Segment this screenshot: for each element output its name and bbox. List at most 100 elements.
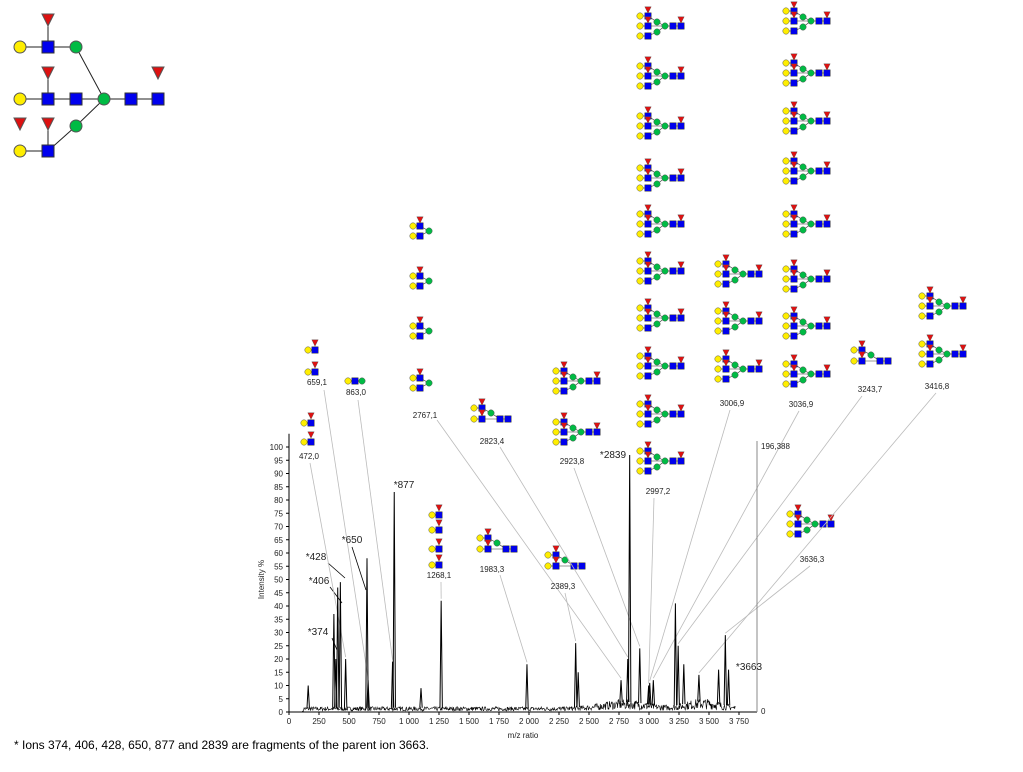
mannose-icon (494, 540, 500, 546)
fucose-icon (791, 112, 797, 118)
y-tick-label: 5 (279, 695, 284, 704)
galactose-icon (783, 221, 789, 227)
fucose-icon (436, 505, 442, 511)
mannose-icon (70, 120, 82, 132)
glcnac-icon (678, 458, 684, 464)
mannose-icon (800, 319, 806, 325)
galactose-icon (637, 231, 643, 237)
structure-mass-label: 3036,9 (789, 400, 814, 409)
glcnac-icon (859, 358, 865, 364)
fucose-icon (927, 297, 933, 303)
fucose-icon (791, 355, 797, 361)
glcnac-icon (952, 351, 958, 357)
x-tick-label: 2 000 (519, 717, 540, 726)
galactose-icon (783, 371, 789, 377)
galactose-icon (637, 325, 643, 331)
glcnac-icon (723, 318, 729, 324)
glcnac-icon (791, 18, 797, 24)
glcnac-icon (561, 439, 567, 445)
fucose-icon (645, 159, 651, 165)
glcnac-icon (417, 385, 423, 391)
galactose-icon (919, 313, 925, 319)
fucose-icon (791, 307, 797, 313)
glcnac-icon (436, 527, 442, 533)
galactose-icon (301, 420, 307, 426)
fucose-icon (678, 452, 684, 458)
galactose-icon (429, 527, 435, 533)
galactose-icon (783, 211, 789, 217)
glcnac-icon (678, 23, 684, 29)
fucose-icon (960, 297, 966, 303)
galactose-icon (637, 315, 643, 321)
glcnac-icon (417, 223, 423, 229)
fucose-icon (436, 555, 442, 561)
glcnac-icon (645, 123, 651, 129)
glcnac-icon (816, 221, 822, 227)
glcnac-icon (670, 23, 676, 29)
glcnac-icon (417, 233, 423, 239)
mannose-icon (662, 175, 668, 181)
fucose-icon (678, 215, 684, 221)
spectrum-peak (674, 603, 676, 705)
glcnac-icon (791, 276, 797, 282)
galactose-icon (637, 113, 643, 119)
spectrum-peak (677, 646, 679, 705)
y-tick-label: 100 (270, 443, 284, 452)
glycan-structure (301, 413, 314, 426)
fucose-icon (927, 345, 933, 351)
glcnac-icon (960, 351, 966, 357)
y-tick-label: 80 (274, 496, 283, 505)
spectrum-peak (628, 455, 630, 702)
galactose-icon (783, 381, 789, 387)
glcnac-icon (723, 366, 729, 372)
mannose-icon (654, 181, 660, 187)
mannose-icon (936, 357, 942, 363)
mannose-icon (800, 174, 806, 180)
glcnac-icon (791, 381, 797, 387)
fucose-icon (723, 302, 729, 308)
galactose-icon (471, 405, 477, 411)
mannose-icon (800, 217, 806, 223)
mannose-icon (662, 458, 668, 464)
galactose-icon (410, 273, 416, 279)
glcnac-icon (645, 411, 651, 417)
glcnac-icon (816, 18, 822, 24)
glcnac-icon (561, 388, 567, 394)
x-tick-label: 1 000 (399, 717, 420, 726)
fucose-icon (678, 17, 684, 23)
glycan-structure (637, 159, 684, 191)
glcnac-icon (586, 429, 592, 435)
galactose-icon (783, 60, 789, 66)
mannose-icon (800, 66, 806, 72)
glcnac-icon (645, 83, 651, 89)
fucose-icon (791, 270, 797, 276)
mannose-icon (654, 417, 660, 423)
x-tick-label: 3 750 (729, 717, 750, 726)
fucose-icon (479, 399, 485, 405)
galactose-icon (14, 145, 26, 157)
galactose-icon (345, 378, 351, 384)
galactose-icon (637, 468, 643, 474)
fucose-icon (561, 372, 567, 378)
mannose-icon (800, 282, 806, 288)
x-tick-label: 0 (287, 717, 292, 726)
glycan-structure (783, 54, 830, 86)
galactose-icon (637, 23, 643, 29)
glcnac-icon (795, 521, 801, 527)
glcnac-icon (497, 416, 503, 422)
fucose-icon (645, 262, 651, 268)
fucose-icon (824, 162, 830, 168)
mannose-icon (662, 221, 668, 227)
glycan-structure (410, 267, 432, 289)
mannose-icon (740, 271, 746, 277)
glcnac-icon (594, 429, 600, 435)
glcnac-icon (824, 168, 830, 174)
glcnac-icon (645, 315, 651, 321)
spectrum-peak (683, 664, 685, 704)
galactose-icon (715, 281, 721, 287)
glycan-structure (429, 520, 442, 533)
mannose-icon (812, 521, 818, 527)
structure-mass-label: 3243,7 (858, 385, 883, 394)
glcnac-icon (645, 175, 651, 181)
glcnac-icon (791, 178, 797, 184)
